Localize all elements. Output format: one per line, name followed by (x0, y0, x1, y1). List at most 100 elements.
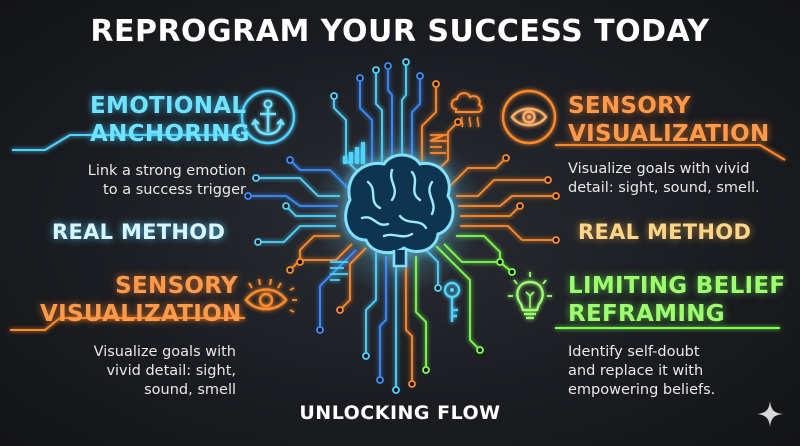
heading-line: VISUALIZATION (568, 121, 770, 147)
circuit-trace (445, 157, 507, 191)
circuit-node (376, 376, 384, 384)
circuit-trace (460, 205, 521, 217)
description-line: vivid detail: sight, (106, 363, 236, 379)
lightbulb-icon (508, 272, 552, 320)
circuit-node (384, 62, 392, 70)
circuit-trace (456, 179, 548, 197)
circuit-trace (256, 177, 340, 197)
description-line: sound, smell (144, 382, 236, 398)
heading-line: LIMITING BELIEF (568, 273, 786, 299)
anchor-icon (240, 89, 296, 145)
circuit-trace (375, 70, 383, 164)
description-line: Link a strong emotion (87, 163, 246, 179)
brain-icon (344, 153, 455, 268)
circuit-trace (285, 205, 336, 217)
left-method-label: REAL METHOD (52, 220, 226, 244)
left-top-connector (12, 134, 240, 151)
circuit-node (434, 284, 442, 292)
heading-line: VISUALIZATION (40, 301, 242, 327)
key-icon (443, 281, 461, 322)
circuit-trace (458, 195, 556, 207)
description-line: and replace it with (568, 363, 704, 379)
circuit-node (422, 366, 430, 374)
sensory-visualization-heading: SENSORY VISUALIZATION (568, 92, 770, 148)
circuit-node (508, 268, 516, 276)
heading-line: SENSORY (115, 273, 238, 299)
circuit-node (252, 174, 260, 182)
circuit-trace (379, 256, 387, 380)
eye-icon (501, 89, 557, 145)
eye-icon (244, 278, 297, 313)
circuit-trace (421, 84, 437, 168)
circuit-node (356, 74, 364, 82)
circuit-node (362, 352, 370, 360)
circuit-node (402, 58, 410, 66)
circuit-node (330, 92, 338, 100)
circuit-node (408, 380, 416, 388)
sensory-visualization-description-left: Visualize goals with vivid detail: sight… (40, 343, 236, 400)
description-line: detail: sight, sound, smell. (568, 180, 760, 196)
circuit-node (282, 202, 290, 210)
description-line: Identify self-doubt (568, 344, 700, 360)
circuit-node (296, 258, 304, 266)
circuit-node (372, 66, 380, 74)
circuit-trace (333, 96, 363, 177)
heading-line: SENSORY (568, 93, 691, 119)
circuit-trace (401, 62, 407, 160)
circuit-node (392, 386, 400, 394)
circuit-node (286, 156, 294, 164)
emotional-anchoring-description: Link a strong emotion to a success trigg… (20, 162, 246, 200)
description-line: empowering beliefs. (568, 382, 716, 398)
circuit-trace (425, 249, 439, 288)
circuit-trace (359, 78, 373, 170)
description-line: Visualize goals with vivid (568, 161, 750, 177)
circuit-trace (460, 225, 556, 241)
circuit-node (454, 118, 462, 126)
description-line: Visualize goals with (93, 344, 236, 360)
circuit-trace (387, 66, 393, 160)
circuit-trace (248, 195, 338, 207)
circuit-trace (289, 159, 351, 191)
circuit-trace (365, 252, 377, 356)
right-method-label: REAL METHOD (578, 220, 752, 244)
heading-line: EMOTIONAL (90, 93, 247, 119)
circuit-node (502, 154, 510, 162)
circuit-node (416, 72, 424, 80)
circuit-node (496, 258, 504, 266)
circuit-node (432, 80, 440, 88)
limiting-belief-reframing-description: Identify self-doubt and replace it with … (568, 343, 715, 400)
footer-caption: UNLOCKING FLOW (299, 402, 501, 424)
circuit-trace (443, 243, 513, 273)
circuit-trace (411, 76, 421, 162)
circuit-trace (435, 245, 481, 351)
circuit-trace (289, 243, 353, 271)
circuit-trace (405, 266, 413, 384)
sparkle-icon (757, 401, 783, 427)
circuit-node (476, 346, 484, 354)
heading-line: ANCHORING (90, 121, 250, 147)
circuit-trace (299, 235, 340, 262)
circuit-node (552, 236, 560, 244)
circuit-node (286, 266, 294, 274)
description-line: to a success trigger (103, 182, 246, 198)
emotional-anchoring-heading: EMOTIONAL ANCHORING (90, 92, 250, 148)
document-icon (330, 261, 348, 281)
circuit-trace (339, 247, 367, 311)
page-title: REPROGRAM YOUR SUCCESS TODAY (90, 14, 710, 49)
cloud-icon (450, 92, 483, 128)
sensory-visualization-description: Visualize goals with vivid detail: sight… (568, 160, 760, 198)
circuit-node (316, 326, 324, 334)
circuit-trace (258, 225, 336, 243)
bar-chart-icon (343, 142, 365, 164)
circuit-trace (456, 235, 501, 262)
right-top-connector (555, 144, 786, 161)
document-icon (429, 134, 448, 154)
sensory-visualization-heading-left: SENSORY VISUALIZATION (40, 272, 242, 328)
circuit-node (552, 192, 560, 200)
circuit-node (254, 238, 262, 246)
heading-line: REFRAMING (568, 301, 725, 327)
circuit-node (544, 176, 552, 184)
left-bottom-connector (10, 317, 245, 331)
